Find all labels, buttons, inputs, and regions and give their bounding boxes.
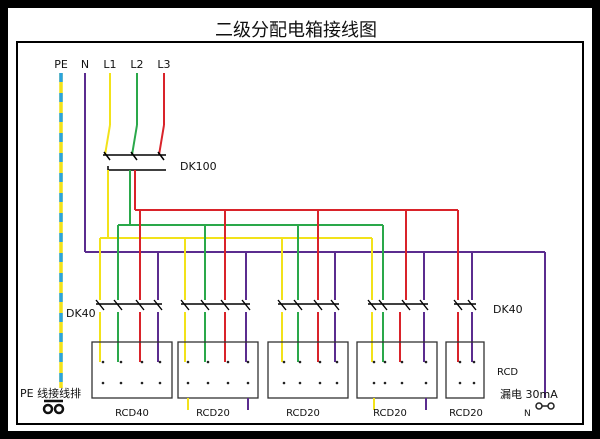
leakage-label: 漏电 30mA (500, 388, 558, 401)
label-l3: L3 (157, 58, 170, 71)
branch-breaker-left-label: DK40 (66, 307, 96, 320)
n-bus (84, 73, 546, 398)
branch-drops (99, 210, 473, 300)
canvas-bg (8, 8, 592, 431)
rcd-label-4: RCD20 (373, 408, 407, 419)
incoming-lines (104, 73, 165, 156)
diagram-title: 二级分配电箱接线图 (215, 20, 377, 41)
branch-breakers (95, 299, 477, 311)
rcd-feed-wires (99, 312, 473, 362)
rcd-box-3 (267, 341, 349, 399)
rcd-output-wires (187, 398, 427, 410)
distribution-buses (100, 209, 458, 239)
rcd-box-1 (91, 341, 173, 399)
label-l2: L2 (130, 58, 143, 71)
rcd-box-4 (356, 341, 438, 399)
main-breaker-label: DK100 (180, 160, 217, 173)
label-n: N (81, 58, 89, 71)
pe-terminal-icon (42, 399, 65, 415)
n-terminal-label: N (524, 409, 531, 419)
branch-breaker-right-label: DK40 (493, 303, 523, 316)
rcd-note: RCD (497, 367, 518, 378)
rcd-boxes (91, 341, 485, 399)
rcd-label-5: RCD20 (449, 408, 483, 419)
main-breaker-outputs (107, 170, 136, 238)
rcd-box-5 (445, 341, 485, 399)
rcd-terminals (101, 360, 476, 385)
pe-terminal-label: PE 线接线排 (20, 386, 81, 400)
main-breaker-symbol (103, 151, 166, 171)
label-pe: PE (54, 58, 68, 71)
diagram-frame (16, 41, 584, 425)
rcd-label-3: RCD20 (286, 408, 320, 419)
n-terminal-icon (535, 402, 555, 410)
rcd-label-2: RCD20 (196, 408, 230, 419)
rcd-box-2 (177, 341, 259, 399)
label-l1: L1 (103, 58, 116, 71)
rcd-label-1: RCD40 (115, 408, 149, 419)
